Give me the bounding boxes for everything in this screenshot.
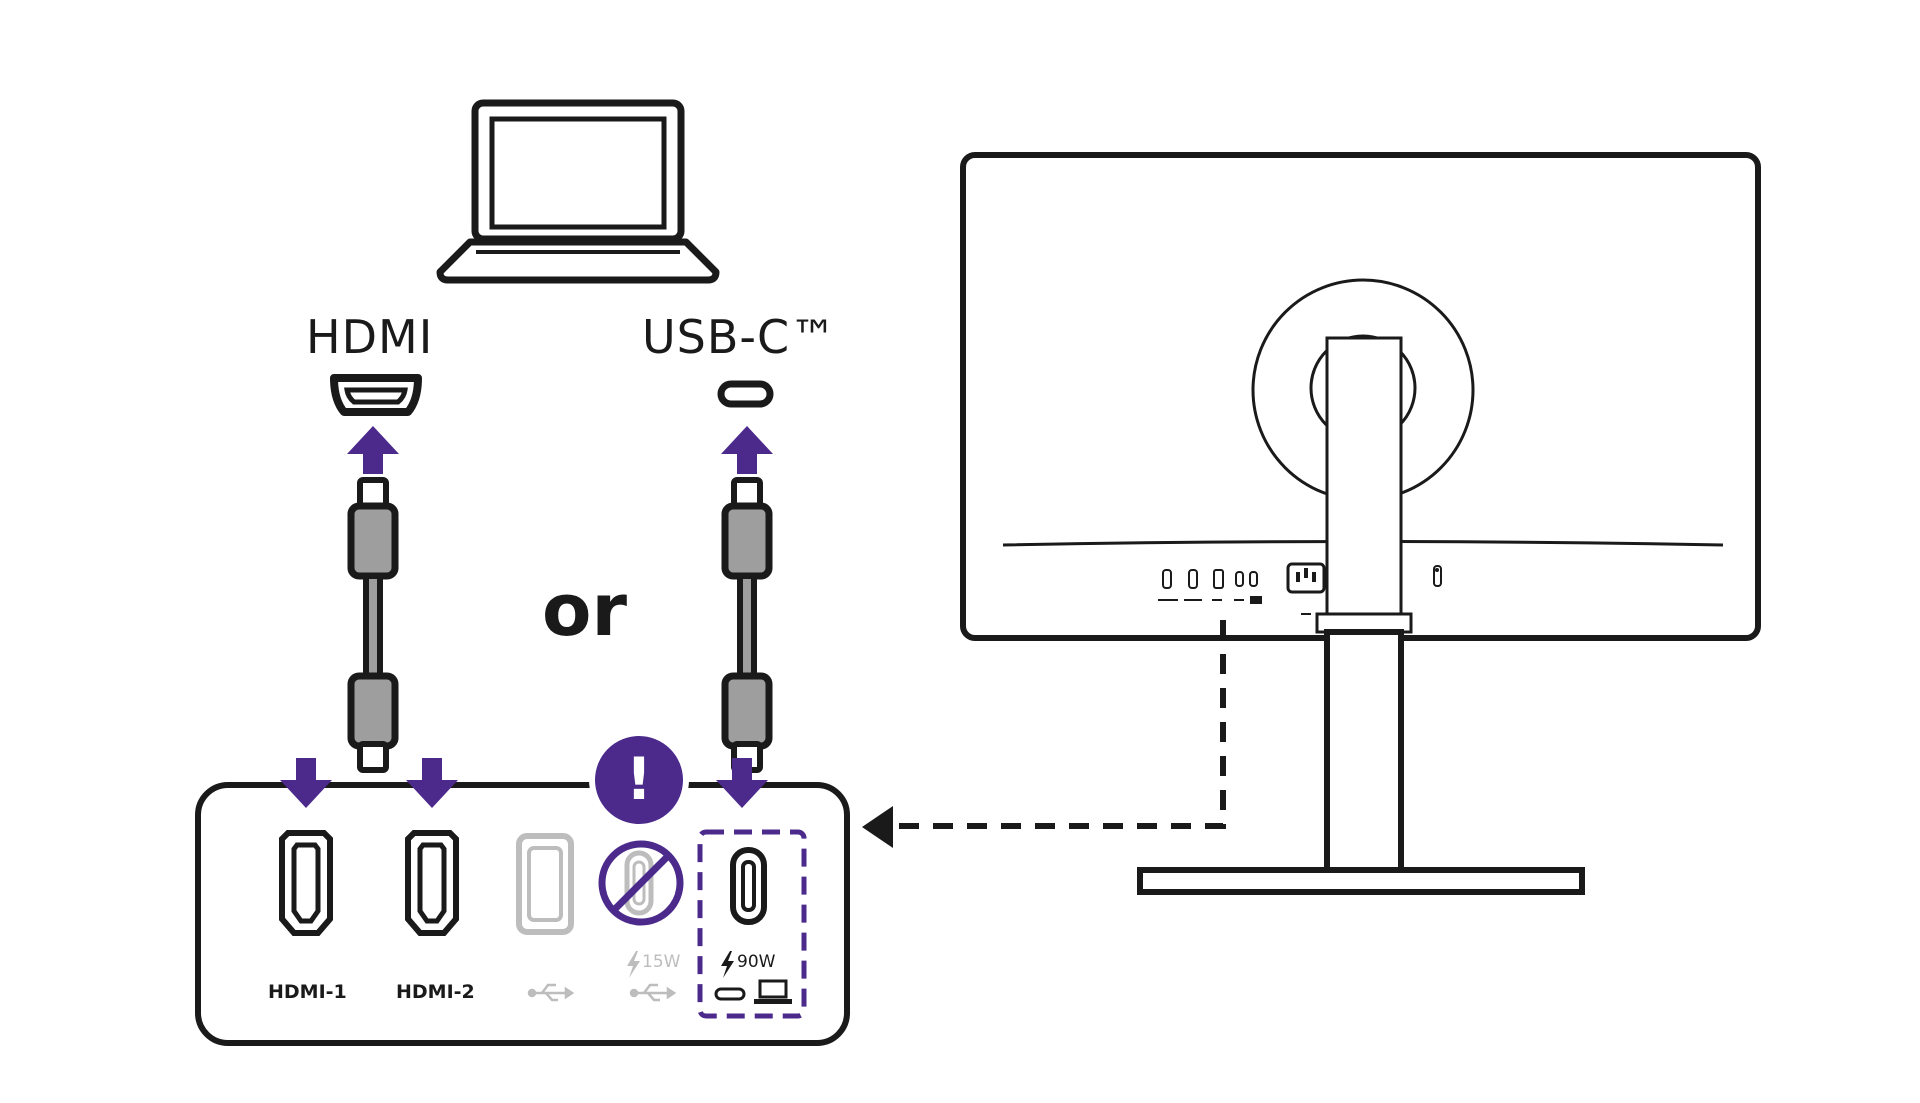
or-label: or: [542, 568, 627, 652]
arrow-up-icon: [721, 426, 773, 474]
no-sign-icon: [598, 840, 684, 926]
usb-icon: [527, 983, 575, 1002]
usb-port-disabled: [516, 833, 574, 935]
hdmi-label: HDMI: [306, 310, 434, 364]
hdmi-port-icon: [282, 833, 330, 933]
warning-icon: [589, 730, 689, 830]
callout-dashed-line: [896, 620, 1226, 829]
monitor-rear-icon: [960, 152, 1761, 895]
hdmi-port-icon: [330, 374, 422, 416]
usbc-to-laptop-icon: [714, 979, 792, 1004]
hdmi2-port-label: HDMI-2: [396, 981, 475, 1003]
hdmi-port-icon: [408, 833, 456, 933]
lightning-icon: [627, 951, 640, 978]
laptop-icon: [436, 99, 720, 284]
usbc-port-icon: [730, 847, 767, 925]
warning-mark: !: [625, 745, 653, 813]
cable-icon: [725, 480, 769, 770]
lightning-icon: [721, 951, 734, 978]
usb-icon: [629, 983, 677, 1002]
arrow-up-icon: [347, 426, 399, 474]
usbc-90w-label: 90W: [737, 952, 776, 972]
hdmi1-port-label: HDMI-1: [268, 981, 347, 1003]
cable-icon: [351, 480, 395, 770]
usbc-label: USB-C™: [642, 310, 838, 364]
usb-15w-label: 15W: [642, 952, 681, 972]
callout-arrowhead: [862, 806, 893, 848]
usbc-port-icon: [717, 380, 774, 408]
usbc-highlight-box: [697, 829, 807, 1019]
